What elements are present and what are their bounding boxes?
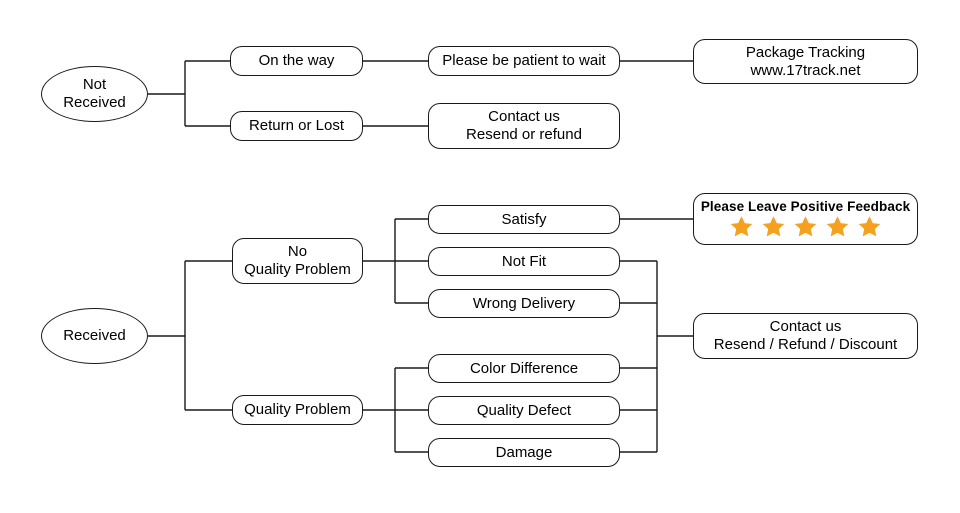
node-satisfy[interactable]: Satisfy <box>428 205 620 234</box>
node-not-fit-label: Not Fit <box>501 252 547 270</box>
star-icon[interactable] <box>729 215 754 239</box>
node-wrong-delivery-label: Wrong Delivery <box>472 294 576 312</box>
node-contact-us-resend-refund-discount[interactable]: Contact us Resend / Refund / Discount <box>693 313 918 359</box>
node-damage[interactable]: Damage <box>428 438 620 467</box>
node-no-quality-problem-line2: Quality Problem <box>244 261 351 278</box>
star-icon[interactable] <box>793 215 818 239</box>
node-wrong-delivery[interactable]: Wrong Delivery <box>428 289 620 318</box>
node-received[interactable]: Received <box>41 308 148 364</box>
star-icon[interactable] <box>761 215 786 239</box>
node-package-tracking-line1: Package Tracking <box>745 43 866 61</box>
node-return-or-lost[interactable]: Return or Lost <box>230 111 363 141</box>
node-not-received[interactable]: Not Received <box>41 66 148 122</box>
node-quality-problem[interactable]: Quality Problem <box>232 395 363 425</box>
node-quality-problem-label: Quality Problem <box>244 401 351 419</box>
node-contact-us-discount-line1: Contact us <box>769 318 842 336</box>
node-received-label: Received <box>63 327 126 345</box>
node-quality-defect-label: Quality Defect <box>476 401 572 419</box>
node-positive-feedback[interactable]: Please Leave Positive Feedback <box>693 193 918 245</box>
node-on-the-way[interactable]: On the way <box>230 46 363 76</box>
node-damage-label: Damage <box>495 443 553 461</box>
node-on-the-way-label: On the way <box>258 52 335 70</box>
node-not-fit[interactable]: Not Fit <box>428 247 620 276</box>
star-icon[interactable] <box>825 215 850 239</box>
node-contact-us-resend-refund[interactable]: Contact us Resend or refund <box>428 103 620 149</box>
star-icon[interactable] <box>857 215 882 239</box>
node-satisfy-label: Satisfy <box>501 210 547 228</box>
node-contact-us-resend-refund-line2: Resend or refund <box>466 126 582 143</box>
node-no-quality-problem[interactable]: No Quality Problem <box>232 238 363 284</box>
node-package-tracking-line2: www.17track.net <box>750 61 861 79</box>
rating-stars[interactable] <box>729 215 882 239</box>
node-please-be-patient[interactable]: Please be patient to wait <box>428 46 620 76</box>
node-package-tracking[interactable]: Package Tracking www.17track.net <box>693 39 918 84</box>
node-not-received-line1: Not <box>82 76 107 94</box>
node-contact-us-discount-line2: Resend / Refund / Discount <box>713 336 898 353</box>
node-positive-feedback-label: Please Leave Positive Feedback <box>700 198 911 214</box>
node-not-received-line2: Received <box>63 94 126 111</box>
node-color-difference-label: Color Difference <box>469 359 579 377</box>
node-return-or-lost-label: Return or Lost <box>248 117 345 135</box>
node-quality-defect[interactable]: Quality Defect <box>428 396 620 425</box>
node-please-be-patient-label: Please be patient to wait <box>442 52 606 70</box>
node-color-difference[interactable]: Color Difference <box>428 354 620 383</box>
node-no-quality-problem-line1: No <box>287 243 308 261</box>
node-contact-us-resend-refund-line1: Contact us <box>488 108 560 126</box>
